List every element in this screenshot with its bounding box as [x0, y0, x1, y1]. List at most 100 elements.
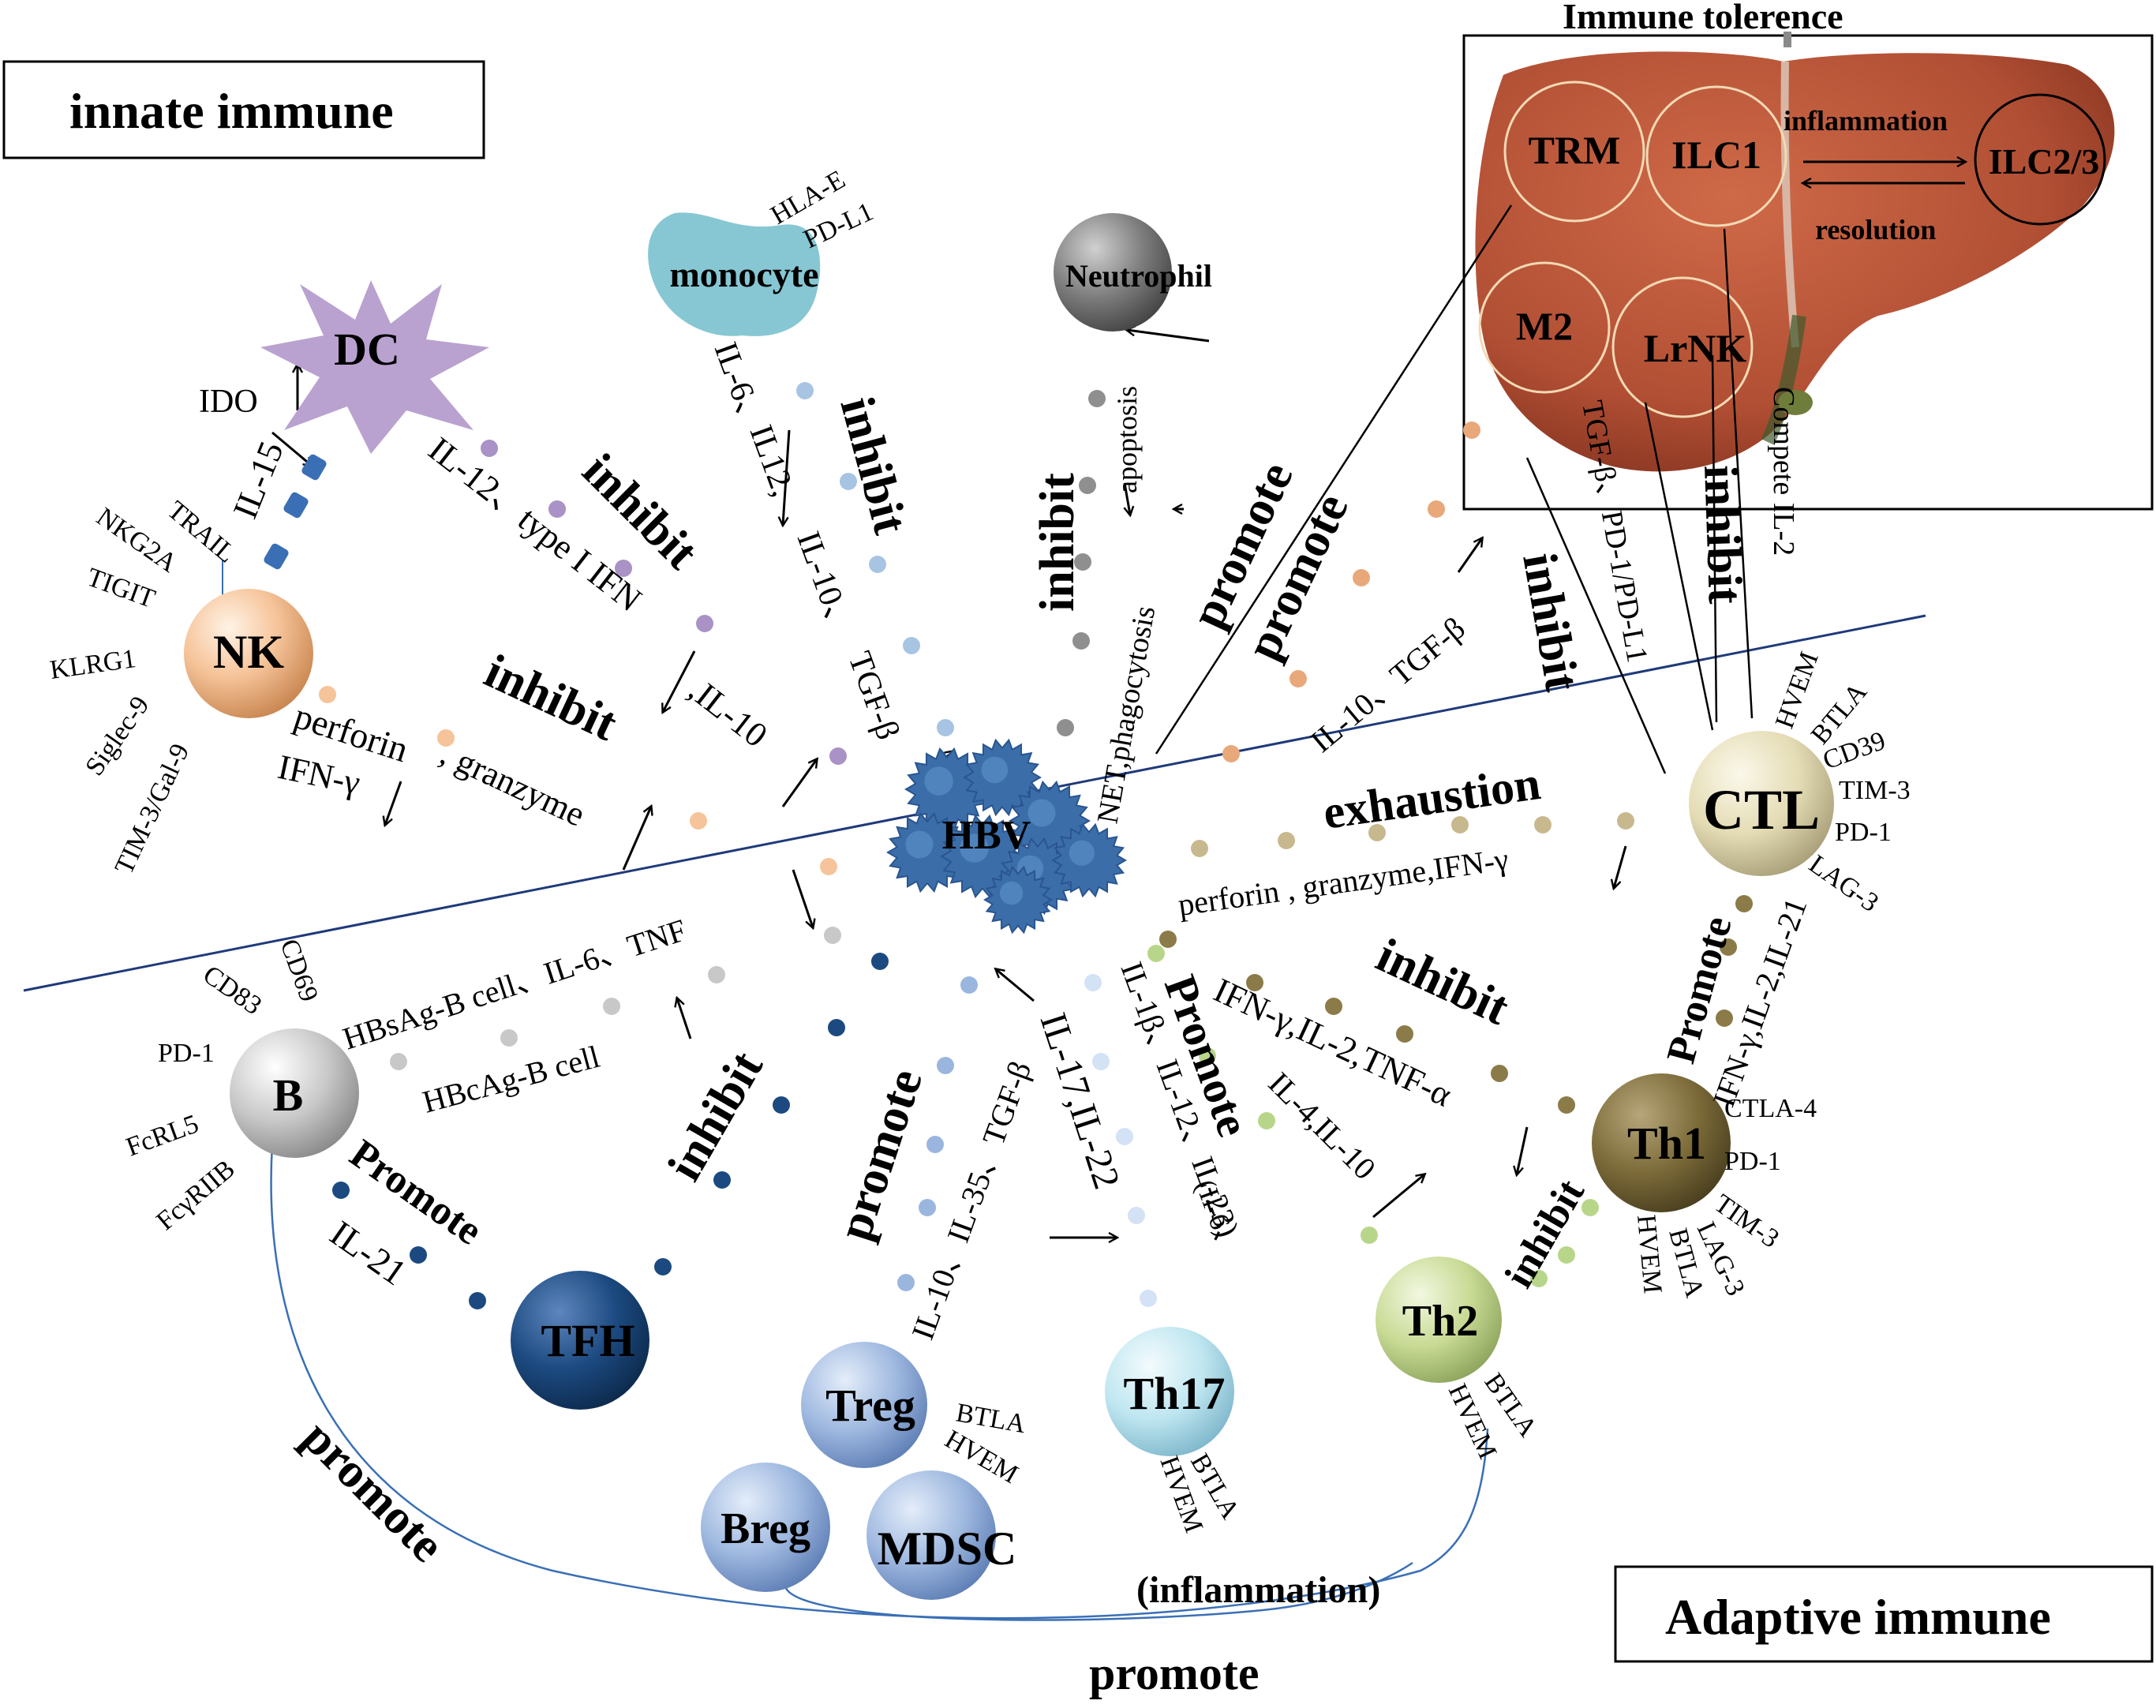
nk-marker: TIM-3/Gal-9 [110, 740, 196, 879]
signal-dot [1368, 824, 1386, 841]
hbv-label: HBV [942, 813, 1031, 858]
ilc1-label: ILC1 [1671, 133, 1761, 177]
inhibit-ilc: inhibit [1694, 464, 1752, 605]
hbv-particle-highlight [924, 766, 953, 796]
monocyte-cell [648, 212, 821, 336]
il17-il22-label: IL-17,IL-22 [1032, 1008, 1129, 1194]
th17-cell [1105, 1327, 1234, 1456]
inhibit-lrnk: inhibit [1512, 549, 1589, 695]
nk-label: NK [213, 626, 284, 678]
connector-lines [1155, 204, 1754, 774]
signal-dot [871, 953, 889, 970]
inhibit-nk: inhibit [477, 644, 625, 751]
signal-dot [696, 615, 713, 632]
nk-marker: KLRG1 [48, 644, 138, 685]
ilc23-label: ILC2/3 [1989, 141, 2100, 182]
signal-dot [1325, 998, 1342, 1015]
th17-label: Th17 [1124, 1368, 1226, 1419]
il15-molecule [283, 492, 309, 519]
th1-cell [1592, 1073, 1731, 1212]
compete-il2-label: Compete IL-2 [1767, 387, 1800, 556]
mono-il6-label: IL-6、 [707, 338, 773, 436]
signal-dot [1191, 840, 1208, 857]
signal-dot [690, 812, 707, 830]
signal-dot [820, 858, 837, 875]
signal-dot [548, 500, 566, 518]
signal-dot [1140, 1290, 1157, 1307]
signal-dot [1534, 816, 1551, 833]
m2-circle [1478, 261, 1611, 394]
th2-cell [1376, 1257, 1502, 1383]
il15-label: IL-15 [226, 436, 291, 523]
hbv-virus-cluster [886, 738, 1127, 935]
liver-inflammation-label: inflammation [1784, 105, 1948, 137]
signal-dot [332, 1182, 350, 1199]
signal-dot [1558, 1246, 1575, 1264]
liver-illustration [1475, 32, 2115, 472]
mono-il12-label: IL12, [743, 421, 802, 501]
svg-text:PD-1: PD-1 [158, 1039, 215, 1068]
svg-text:CTLA-4: CTLA-4 [1724, 1094, 1817, 1123]
m2-label: M2 [1516, 304, 1573, 348]
dc-label: DC [334, 324, 400, 375]
signal-dot [1128, 1207, 1145, 1224]
signal-dot [1199, 1047, 1216, 1065]
th2-label: Th2 [1402, 1297, 1479, 1346]
signal-dot [829, 747, 847, 765]
signal-dot [937, 719, 954, 736]
signal-dot [897, 1274, 915, 1291]
signal-dot [796, 382, 814, 399]
hbv-particle-highlight [999, 881, 1024, 905]
signal-dot [1289, 670, 1307, 687]
signal-dot [1246, 974, 1263, 991]
dc-cell [260, 280, 489, 454]
tfh-cell [511, 1271, 649, 1410]
signal-dot [1088, 390, 1106, 407]
signal-dot [960, 976, 978, 994]
b-cell [230, 1028, 359, 1158]
signal-dot [1463, 421, 1480, 439]
ilc23-circle [1974, 93, 2106, 226]
lrnk-circle [1611, 276, 1754, 418]
signal-dot [1084, 974, 1102, 991]
svg-text:TIM-3: TIM-3 [1839, 776, 1911, 805]
treg-label: Treg [825, 1380, 915, 1431]
b-label: B [273, 1069, 304, 1121]
signal-dot [1451, 816, 1469, 833]
signal-dot [1116, 1128, 1133, 1145]
signal-dot [1361, 1227, 1378, 1244]
inflammation-paren-label: (inflammation) [1136, 1569, 1380, 1611]
svg-text:CD83: CD83 [197, 960, 267, 1021]
signal-dot [1159, 931, 1177, 948]
inhibit-monocyte: inhibit [829, 391, 917, 540]
adaptive-title-box [1614, 1565, 2154, 1663]
trm-label: TRM [1529, 128, 1621, 172]
signal-dot [469, 1292, 486, 1309]
hbv-particle-highlight [960, 833, 989, 863]
liver-resolution-label: resolution [1815, 214, 1936, 245]
mdsc-label: MDSC [878, 1523, 1017, 1575]
promote-curve-outer [270, 1144, 1489, 1620]
signal-dot [1147, 945, 1165, 962]
signal-dot [1581, 1199, 1599, 1216]
signal-dot [1396, 1025, 1413, 1043]
signal-dot [828, 1019, 845, 1036]
signal-dot [1353, 569, 1370, 586]
signal-dot [319, 686, 336, 703]
ctl-cell [1689, 731, 1834, 876]
ctl-cytokines-label: perforin , granzyme,IFN-γ [1176, 841, 1510, 923]
ctl-label: CTL [1703, 778, 1820, 841]
signal-dot [1735, 895, 1753, 912]
granzyme-label: , granzyme [435, 734, 591, 834]
signal-dot [1278, 832, 1295, 849]
signal-dot [481, 440, 498, 457]
promote-curve-inner [784, 1561, 1413, 1621]
signal-dot [603, 998, 620, 1015]
nk-cell [184, 589, 313, 718]
th1-label: Th1 [1627, 1118, 1706, 1169]
inhibit-ctl: inhibit [1368, 928, 1517, 1036]
promote-curve-left: promote [292, 1410, 455, 1573]
treg-cell [801, 1342, 927, 1468]
apoptosis-label: apoptosis [1111, 386, 1143, 493]
